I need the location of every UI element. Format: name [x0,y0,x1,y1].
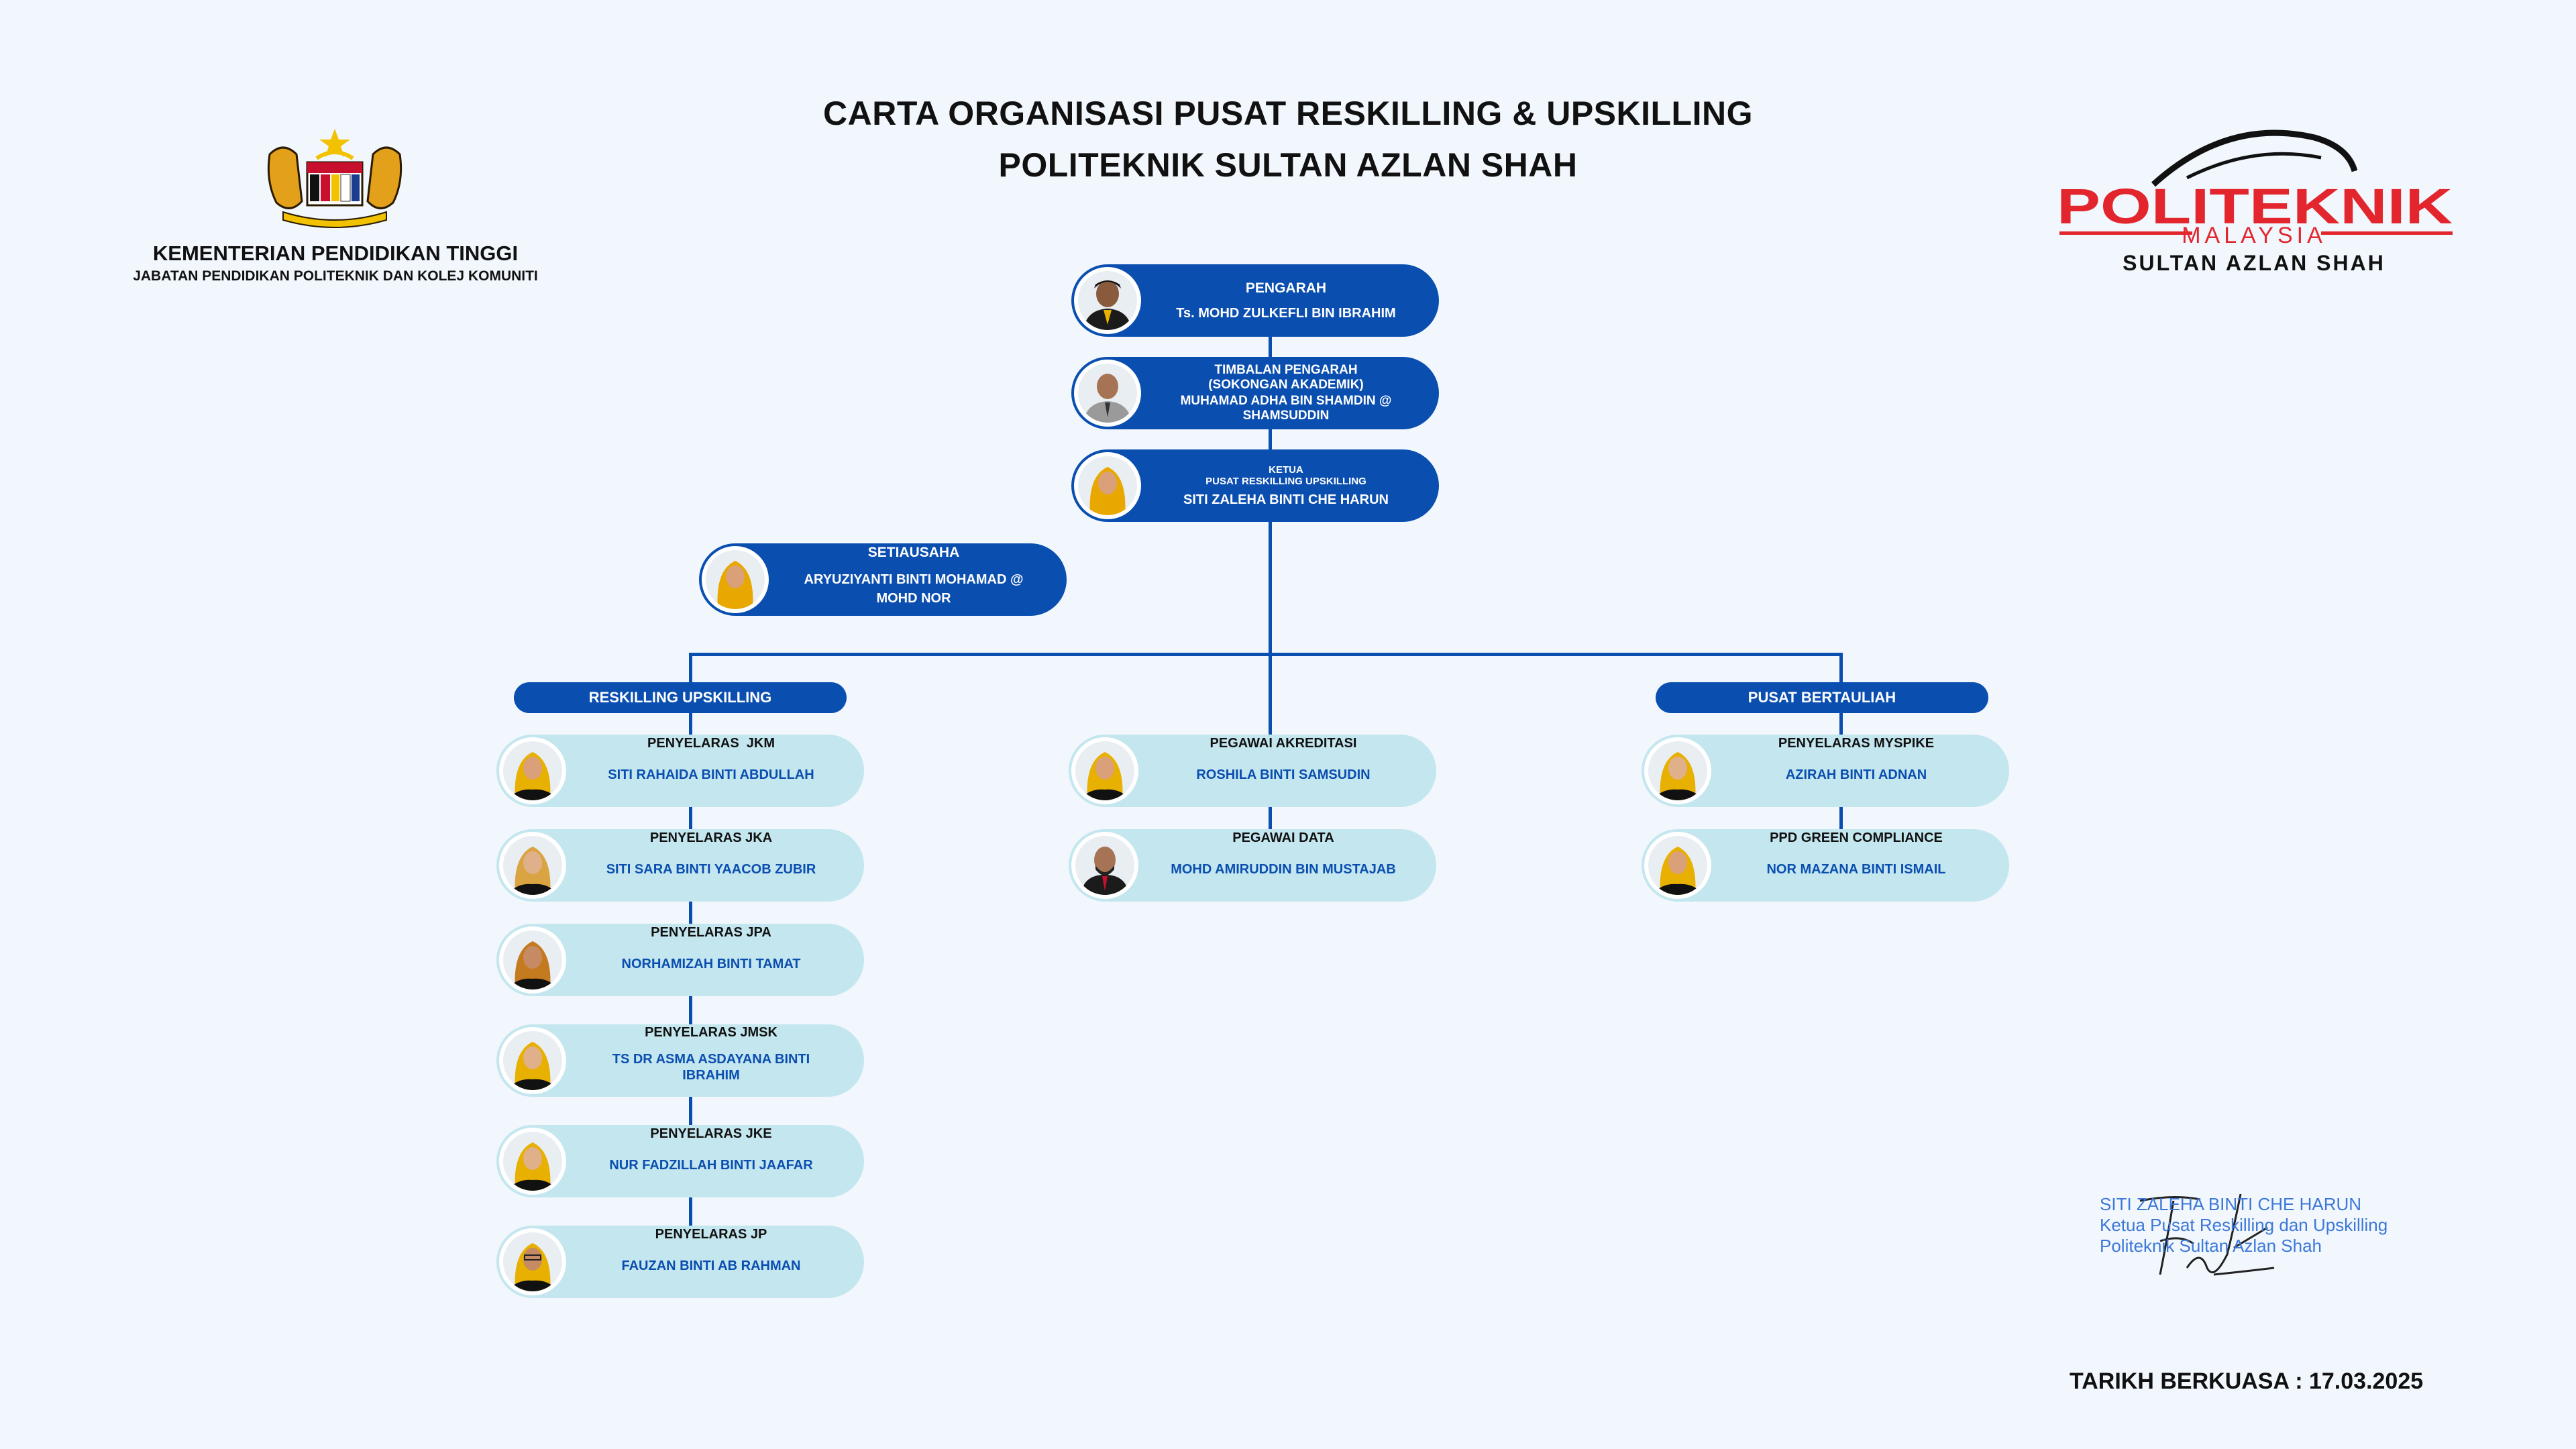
org-node-timbalan-pengarah: TIMBALAN PENGARAH (SOKONGAN AKADEMIK) MU… [1071,357,1439,429]
role-title: PPD GREEN COMPLIANCE [1770,830,1943,845]
person-name: SITI SARA BINTI YAACOB ZUBIR [606,862,816,877]
org-node-setiausaha: SETIAUSAHA ARYUZIYANTI BINTI MOHAMAD @ M… [699,543,1067,616]
connector-line [689,653,692,683]
section-label-reskilling: RESKILLING UPSKILLING [514,682,847,713]
connector-line [1269,653,1272,740]
role-title: SETIAUSAHA [867,545,960,560]
svg-text:POLITEKNIK: POLITEKNIK [2057,178,2453,234]
connector-line [1839,653,1843,683]
person-photo [1071,832,1138,899]
role-title: PEGAWAI DATA [1232,830,1334,845]
person-photo [1644,832,1711,899]
politeknik-logo: POLITEKNIK MALAYSIA SULTAN AZLAN SHAH [2057,129,2453,275]
person-name: Ts. MOHD ZULKEFLI BIN IBRAHIM [1176,305,1396,321]
org-node-ketua: KETUA PUSAT RESKILLING UPSKILLING SITI Z… [1071,449,1439,522]
effective-date: TARIKH BERKUASA : 17.03.2025 [2070,1368,2424,1394]
person-photo [499,1027,566,1094]
org-node-pegawai-data: PEGAWAI DATA MOHD AMIRUDDIN BIN MUSTAJAB [1069,829,1436,902]
org-node-pengarah: PENGARAH Ts. MOHD ZULKEFLI BIN IBRAHIM [1071,264,1439,337]
person-photo [702,546,769,613]
chart-title-line2: POLITEKNIK SULTAN AZLAN SHAH [998,146,1578,184]
person-name: TS DR ASMA ASDAYANA BINTI IBRAHIM [612,1051,810,1083]
person-photo [1071,737,1138,804]
svg-text:SULTAN AZLAN SHAH: SULTAN AZLAN SHAH [2123,251,2385,275]
org-node-penyelaras-jmsk: PENYELARAS JMSK TS DR ASMA ASDAYANA BINTI… [496,1024,864,1097]
person-name: NUR FADZILLAH BINTI JAAFAR [609,1158,813,1173]
org-node-penyelaras-myspike: PENYELARAS MYSPIKE AZIRAH BINTI ADNAN [1642,735,2009,807]
role-title: PENYELARAS JP [655,1227,767,1242]
svg-text:MALAYSIA: MALAYSIA [2182,223,2326,248]
org-node-penyelaras-jkm: PENYELARAS JKM SITI RAHAIDA BINTI ABDULLA… [496,735,864,807]
role-title: PENYELARAS JKA [649,830,773,845]
person-name: ROSHILA BINTI SAMSUDIN [1196,767,1371,782]
person-name: SITI RAHAIDA BINTI ABDULLAH [608,767,814,782]
person-name: FAUZAN BINTI AB RAHMAN [621,1258,801,1273]
person-photo [1644,737,1711,804]
person-name: NOR MAZANA BINTI ISMAIL [1766,862,1946,877]
signatory-role: Ketua Pusat Reskilling dan Upskilling [2100,1215,2388,1235]
connector-line [1269,805,1272,832]
signature-block: SITI ZALEHA BINTI CHE HARUN Ketua Pusat … [2100,1194,2435,1256]
role-title: PENYELARAS JKM [647,736,775,751]
section-label-pusat-bertauliah: PUSAT BERTAULIAH [1656,682,1988,713]
department-name: JABATAN PENDIDIKAN POLITEKNIK DAN KOLEJ … [133,268,538,284]
chart-title-line1: CARTA ORGANISASI PUSAT RESKILLING & UPSK… [823,95,1753,132]
role-title: PENGARAH [1245,280,1327,296]
handwritten-signature [2139,1193,2275,1276]
connector-line [689,653,1843,656]
person-photo [499,1228,566,1295]
ministry-label: KEMENTERIAN PENDIDIKAN TINGGI JABATAN PE… [80,241,590,284]
org-node-penyelaras-jke: PENYELARAS JKE NUR FADZILLAH BINTI JAAFAR [496,1125,864,1197]
person-name: ARYUZIYANTI BINTI MOHAMAD @ MOHD NOR [804,572,1024,606]
person-name: SITI ZALEHA BINTI CHE HARUN [1183,492,1389,507]
role-title: TIMBALAN PENGARAH (SOKONGAN AKADEMIK) [1208,363,1364,392]
person-photo [1074,267,1141,334]
org-node-ppd-green-compliance: PPD GREEN COMPLIANCE NOR MAZANA BINTI ISM… [1642,829,2009,902]
role-title: PEGAWAI AKREDITASI [1210,736,1357,751]
role-title: PENYELARAS JMSK [645,1024,777,1040]
org-node-penyelaras-jka: PENYELARAS JKA SITI SARA BINTI YAACOB ZUB… [496,829,864,902]
person-photo [1074,360,1141,427]
person-name: AZIRAH BINTI ADNAN [1785,767,1927,782]
role-title: PENYELARAS MYSPIKE [1778,736,1935,751]
person-name: MUHAMAD ADHA BIN SHAMDIN @ SHAMSUDDIN [1180,394,1392,423]
role-title: PENYELARAS JPA [651,925,771,940]
ministry-name: KEMENTERIAN PENDIDIKAN TINGGI [152,241,519,265]
person-name: MOHD AMIRUDDIN BIN MUSTAJAB [1171,862,1396,877]
person-photo [1074,452,1141,519]
role-title: KETUA PUSAT RESKILLING UPSKILLING [1205,464,1366,487]
person-photo [499,737,566,804]
org-node-pegawai-akreditasi: PEGAWAI AKREDITASI ROSHILA BINTI SAMSUDIN [1069,735,1436,807]
org-node-penyelaras-jpa: PENYELARAS JPA NORHAMIZAH BINTI TAMAT [496,924,864,996]
signatory-institution: Politeknik Sultan Azlan Shah [2100,1236,2322,1256]
person-photo [499,926,566,994]
person-photo [499,1128,566,1195]
person-photo [499,832,566,899]
role-title: PENYELARAS JKE [650,1126,772,1141]
malaysia-crest-icon [267,129,402,228]
signatory-name: SITI ZALEHA BINTI CHE HARUN [2100,1194,2362,1214]
person-name: NORHAMIZAH BINTI TAMAT [621,957,801,971]
org-node-penyelaras-jp: PENYELARAS JP FAUZAN BINTI AB RAHMAN [496,1226,864,1298]
